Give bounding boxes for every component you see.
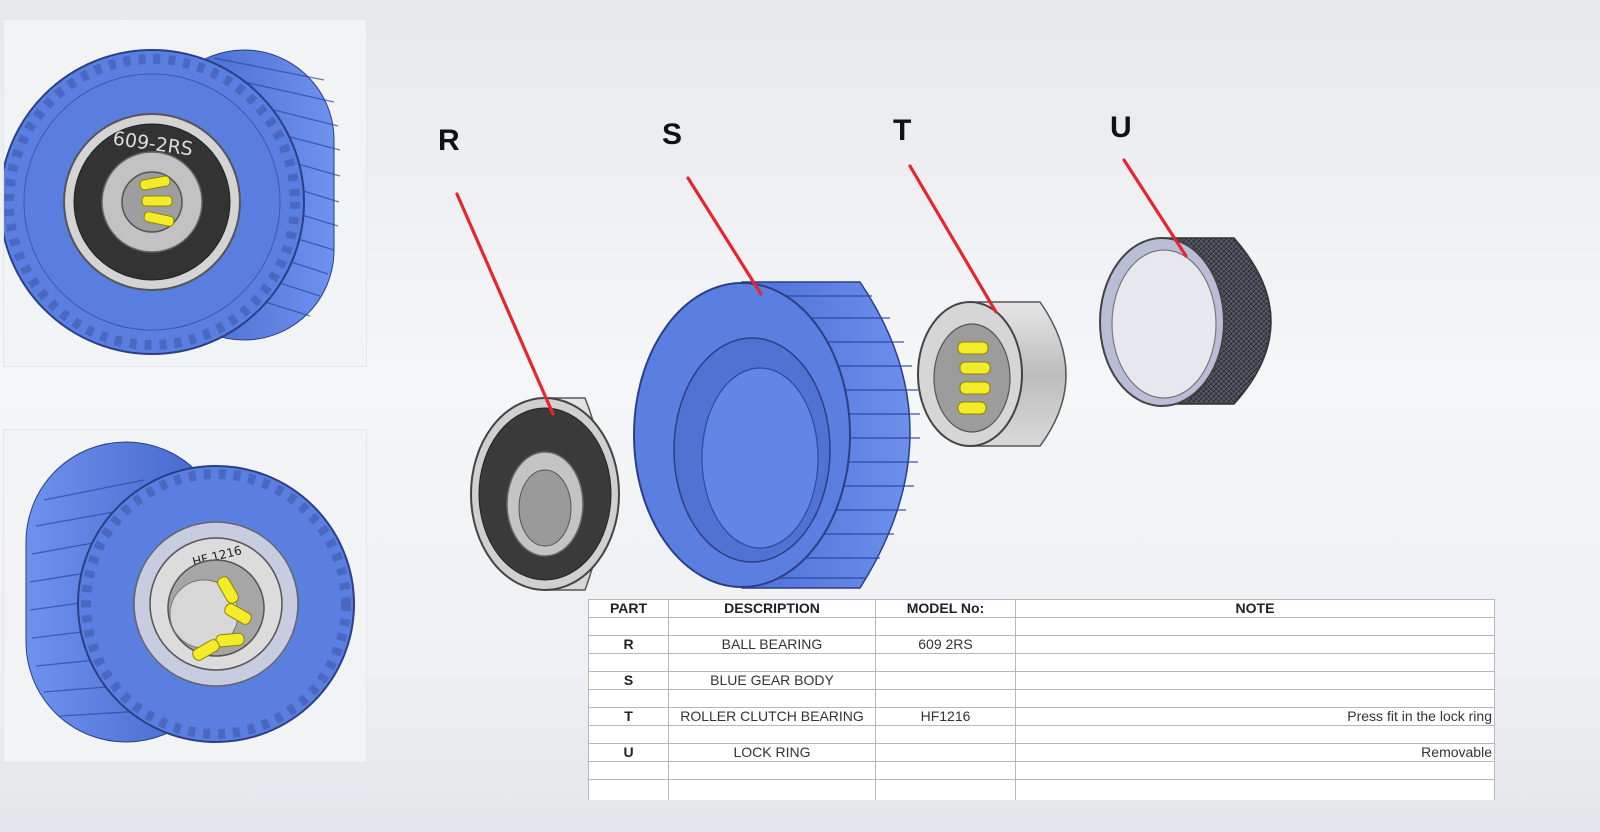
leader-line-r (455, 192, 555, 416)
cell-description: BALL BEARING (668, 635, 876, 654)
assembled-view-front: 609-2RS (4, 20, 366, 366)
cell-note (1015, 671, 1495, 690)
part-r-ball-bearing (470, 397, 620, 591)
table-spacer-row (588, 689, 1495, 708)
table-header-row: PART DESCRIPTION MODEL No: NOTE (588, 599, 1495, 618)
table-spacer-row (588, 653, 1495, 672)
header-part: PART (588, 599, 669, 618)
cell-note (1015, 635, 1495, 654)
header-note: NOTE (1015, 599, 1495, 618)
gear-assembly-front-drawing: 609-2RS (4, 49, 341, 355)
table-spacer-row (588, 761, 1495, 780)
assembled-view-back: HF 1216 (4, 430, 366, 762)
cell-part: U (588, 743, 669, 762)
leader-line-s (686, 176, 763, 296)
part-s-blue-gear-body (633, 281, 920, 589)
cell-model: 609 2RS (875, 635, 1016, 654)
leader-line-t (908, 164, 998, 314)
part-u-lock-ring (1099, 237, 1272, 407)
table-spacer-row (588, 617, 1495, 636)
part-t-roller-clutch-bearing (917, 301, 1067, 447)
cell-description: LOCK RING (668, 743, 876, 762)
cell-model (875, 671, 1016, 690)
clutch-rollers (192, 576, 252, 661)
leader-line-u (1122, 158, 1188, 258)
header-description: DESCRIPTION (668, 599, 876, 618)
table-row: R BALL BEARING 609 2RS (588, 635, 1495, 654)
table-spacer-row (588, 725, 1495, 744)
callout-s: S (662, 118, 683, 151)
table-row: U LOCK RING Removable (588, 743, 1495, 762)
cell-part: R (588, 635, 669, 654)
clutch-rollers (139, 175, 175, 227)
cell-part: S (588, 671, 669, 690)
table-row: T ROLLER CLUTCH BEARING HF1216 Press fit… (588, 707, 1495, 726)
cell-description: ROLLER CLUTCH BEARING (668, 707, 876, 726)
table-row: S BLUE GEAR BODY (588, 671, 1495, 690)
gear-assembly-back-drawing: HF 1216 (25, 441, 355, 743)
cell-part: T (588, 707, 669, 726)
callout-t: T (893, 114, 912, 147)
parts-table: PART DESCRIPTION MODEL No: NOTE R BALL B… (588, 599, 1495, 800)
callout-u: U (1110, 111, 1132, 144)
cell-note: Press fit in the lock ring (1015, 707, 1495, 726)
callout-r: R (438, 124, 460, 157)
cell-model: HF1216 (875, 707, 1016, 726)
leader-lines (455, 158, 1188, 416)
header-model-no: MODEL No: (875, 599, 1016, 618)
cell-model (875, 743, 1016, 762)
table-spacer-row (588, 779, 1495, 800)
cell-description: BLUE GEAR BODY (668, 671, 876, 690)
cell-note: Removable (1015, 743, 1495, 762)
clutch-rollers (957, 341, 991, 415)
